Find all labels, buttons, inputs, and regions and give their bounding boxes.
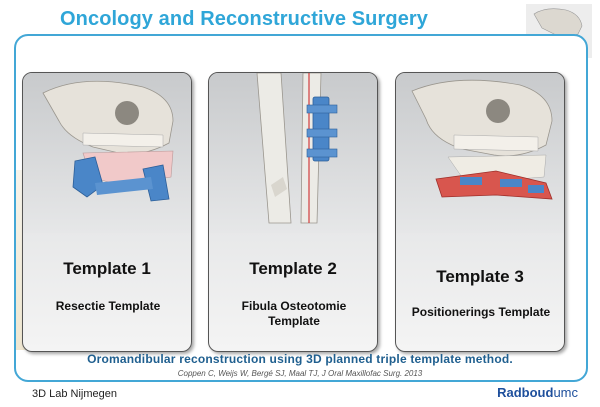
card-subtitle: Resectie Template <box>55 299 161 313</box>
citation: Coppen C, Weijs W, Bergé SJ, Maal TJ, J … <box>177 369 423 378</box>
template-card-1: Template 1 Resectie Template <box>22 72 192 352</box>
fibula-template-image <box>209 73 377 233</box>
footer-lab-name: 3D Lab Nijmegen <box>32 388 117 400</box>
template-card-2: Template 2 Fibula Osteotomie Template <box>208 72 378 352</box>
logo-bold-text: Radboud <box>497 385 554 400</box>
logo-light-text: umc <box>553 385 578 400</box>
resection-template-image <box>23 73 191 233</box>
card-title: Template 2 <box>249 259 337 278</box>
card-title: Template 1 <box>63 259 151 278</box>
slide-title: Oncology and Reconstructive Surgery <box>60 8 429 30</box>
card-subtitle: Positionerings Template <box>411 305 551 319</box>
positioning-template-image <box>396 73 564 233</box>
card-subtitle: Fibula Osteotomie Template <box>241 299 347 328</box>
template-card-3: Template 3 Positionerings Template <box>395 72 565 352</box>
card-title: Template 3 <box>436 267 524 286</box>
radboudumc-logo: Radboudumc <box>497 385 578 400</box>
figure-caption: Oromandibular reconstruction using 3D pl… <box>87 352 513 366</box>
